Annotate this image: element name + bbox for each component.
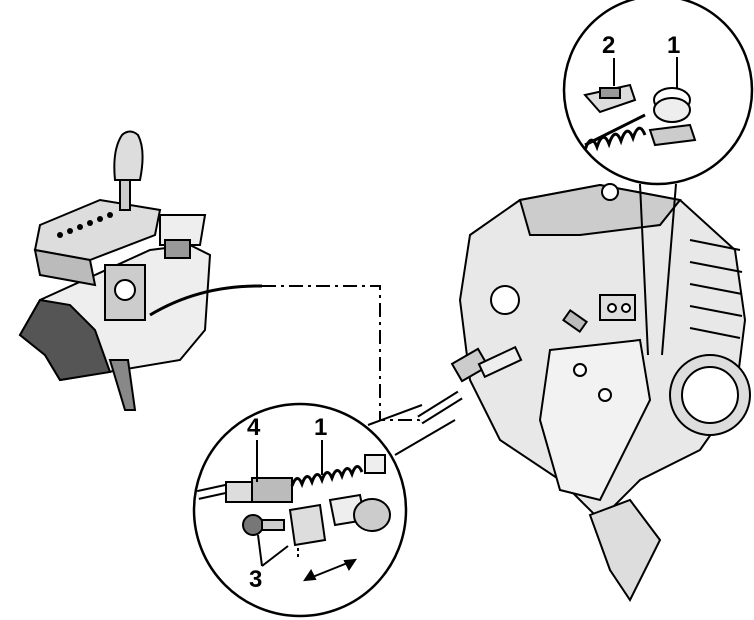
callout-1-top: 1 bbox=[667, 32, 681, 59]
selector-cable bbox=[149, 284, 263, 317]
bottom-callout-leaders bbox=[256, 440, 323, 567]
leader-line bbox=[262, 285, 420, 421]
transmission-housing bbox=[458, 183, 751, 602]
gear-selector bbox=[18, 130, 212, 411]
callout-1-bottom: 1 bbox=[314, 414, 328, 441]
callout-2-top: 2 bbox=[602, 32, 616, 59]
top-callout-leaders bbox=[613, 57, 678, 88]
cable-end-transmission bbox=[417, 345, 523, 425]
detail-bottom-parts bbox=[196, 454, 391, 582]
callout-4-bottom: 4 bbox=[247, 414, 261, 441]
detail-top-parts bbox=[583, 83, 697, 152]
callout-3-bottom: 3 bbox=[249, 566, 263, 593]
